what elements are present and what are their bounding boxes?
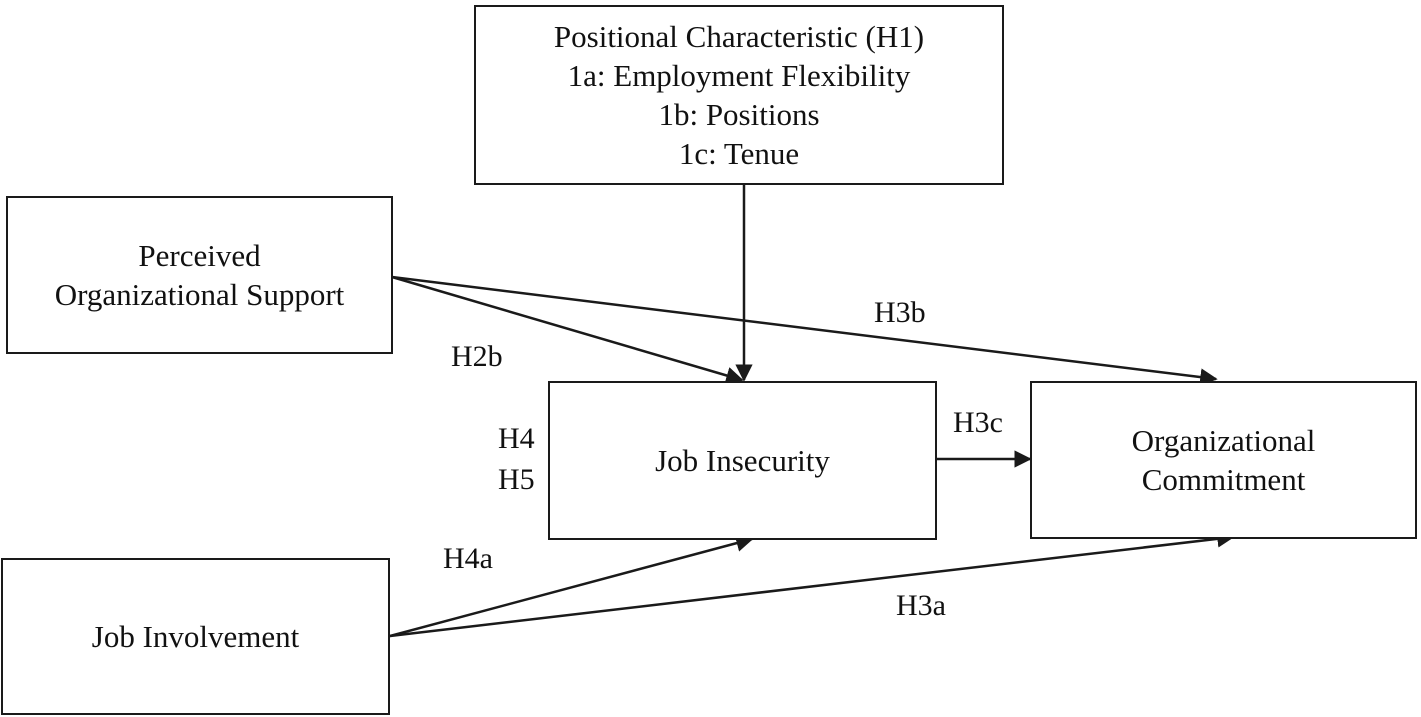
perceived-support-box: Perceived Organizational Support bbox=[6, 196, 393, 354]
label-h5: H5 bbox=[498, 463, 535, 496]
label-h3a: H3a bbox=[896, 589, 946, 622]
positional-line-2: 1a: Employment Flexibility bbox=[567, 58, 911, 93]
positional-line-1: Positional Characteristic (H1) bbox=[553, 19, 925, 54]
label-h2b: H2b bbox=[451, 340, 503, 373]
commitment-line-1: Organizational bbox=[1131, 423, 1316, 458]
arrow-involvement-to-insecurity bbox=[389, 534, 754, 638]
support-line-1: Perceived bbox=[138, 238, 261, 273]
support-line-2: Organizational Support bbox=[54, 277, 345, 312]
commitment-line-2: Commitment bbox=[1141, 462, 1306, 497]
label-h3b: H3b bbox=[874, 296, 926, 329]
label-h4: H4 bbox=[498, 422, 535, 455]
organizational-commitment-box: Organizational Commitment bbox=[1030, 381, 1417, 539]
arrow-support-to-commitment bbox=[391, 275, 1218, 386]
insecurity-line-1: Job Insecurity bbox=[655, 443, 830, 478]
job-involvement-box: Job Involvement bbox=[1, 558, 390, 715]
arrow-involvement-to-commitment bbox=[389, 530, 1235, 638]
involvement-line-1: Job Involvement bbox=[91, 619, 300, 654]
job-insecurity-box: Job Insecurity bbox=[548, 381, 937, 540]
positional-characteristic-box: Positional Characteristic (H1) 1a: Emplo… bbox=[474, 5, 1004, 185]
label-h3c: H3c bbox=[953, 406, 1003, 439]
positional-line-4: 1c: Tenue bbox=[678, 136, 800, 171]
arrow-support-to-insecurity bbox=[391, 275, 744, 384]
label-h4a: H4a bbox=[443, 542, 493, 575]
positional-line-3: 1b: Positions bbox=[658, 97, 820, 132]
